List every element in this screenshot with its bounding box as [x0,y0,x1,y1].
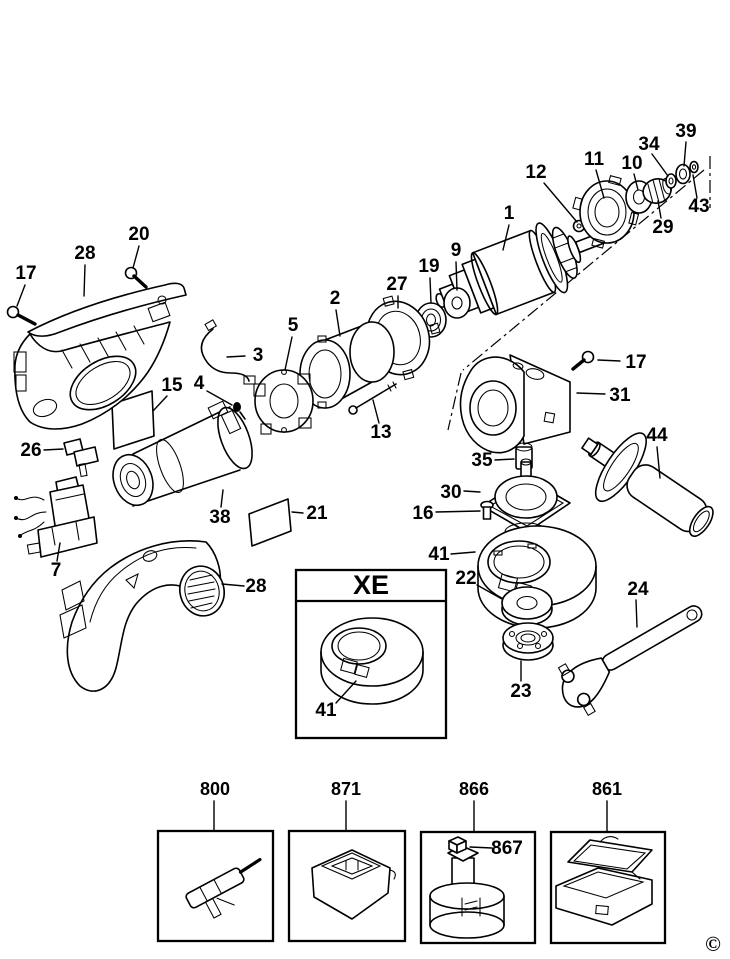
callout-washer-9: 9 [451,240,462,261]
screw-16-part [480,500,494,520]
callout-flange-23: 23 [510,681,531,702]
accessory-box-861: 861 [549,779,667,945]
motor-part [112,400,253,507]
callout-screw-17-right: 17 [625,352,646,373]
callout-pinion-29: 29 [652,217,673,238]
callout-wire-3: 3 [253,345,264,366]
outer-flange-part [502,622,554,661]
pin-wrench-part [557,605,703,717]
wheel-guard-part [477,525,597,629]
callout-label-15: 15 [161,375,183,396]
callout-gear-case-31: 31 [609,385,631,406]
callout-switch-7: 7 [51,560,62,581]
callout-screw-13: 13 [370,422,391,443]
charger-part [311,849,396,920]
housing-top-part [13,282,187,430]
clamp-assembly-part [481,458,571,563]
lead-wire-part [200,319,256,385]
screw-13-part [348,381,397,415]
callout-washer-12: 12 [525,162,546,183]
washer-9-part [443,287,471,319]
lock-button-part [63,438,99,478]
accessory-box-866: 866 867 [419,779,537,945]
callout-housing-bottom-28: 28 [245,576,266,597]
xe-box-title: XE [353,570,389,600]
callout-brush-5: 5 [288,315,299,336]
side-handle-part [581,432,714,537]
label-15-part [111,390,155,450]
callout-spacer-35: 35 [471,450,493,471]
callout-screw-17-left: 17 [15,263,36,284]
gear-case-part [459,354,571,454]
callout-guard-41: 41 [428,544,450,565]
accessory-label-800: 800 [200,779,230,799]
callout-ring-34: 34 [638,134,660,155]
screw-17-left-part [6,305,37,326]
ring-39-part [675,163,691,185]
callout-motor-38: 38 [209,507,230,528]
part-867 [448,836,467,854]
callout-867: 867 [491,838,523,859]
switch-part [14,476,98,558]
callout-clamp-30: 30 [440,482,461,503]
callout-numbers: 1 12 11 10 34 39 43 29 9 19 27 2 5 3 4 1… [15,121,709,702]
screw-20-part [124,266,148,289]
grommet-4-part [233,402,246,420]
accessory-label-871: 871 [331,779,361,799]
kit-box-part [555,836,653,926]
callout-grommet-4: 4 [194,373,205,394]
callout-ring-43: 43 [688,196,709,217]
callout-baffle-27: 27 [386,274,407,295]
fan-baffle-11-part [572,175,640,249]
callout-ring-39: 39 [675,121,696,142]
callout-fan-baffle-11: 11 [584,149,605,170]
grease-tube-part [185,857,262,919]
callout-screw-20: 20 [128,224,149,245]
copyright-mark: © [705,932,721,956]
callout-guard-41-xe: 41 [315,700,337,721]
accessory-label-866: 866 [459,779,489,799]
callout-screw-16: 16 [412,503,433,524]
callout-flange-22: 22 [455,568,476,589]
callout-button-26: 26 [20,440,41,461]
callout-bearing-19: 19 [418,256,439,277]
callout-field-2: 2 [330,288,341,309]
accessory-box-871: 871 [287,779,407,943]
inner-flange-part [501,586,553,626]
screw-17-right-part [571,350,595,371]
housing-bottom-part [59,540,225,692]
callout-label-21: 21 [306,503,328,524]
field-coil-part [299,321,395,409]
callout-bearing-10: 10 [621,153,642,174]
xe-guard-part [320,617,424,705]
xe-inset-box: XE 41 [294,568,448,740]
accessory-box-800: 800 [156,779,275,943]
callout-armature: 1 [504,203,515,224]
accessory-label-861: 861 [592,779,622,799]
brush-holder-part [253,369,314,435]
callout-leader-lines [16,141,698,682]
battery-part [429,845,505,939]
label-21-part [248,498,292,547]
ring-43-part [689,160,699,174]
centerline-axis [447,156,711,431]
callout-handle-44: 44 [646,425,668,446]
ring-34-part [665,173,677,189]
callout-housing-top-28: 28 [74,243,95,264]
callout-wrench-24: 24 [627,579,649,600]
